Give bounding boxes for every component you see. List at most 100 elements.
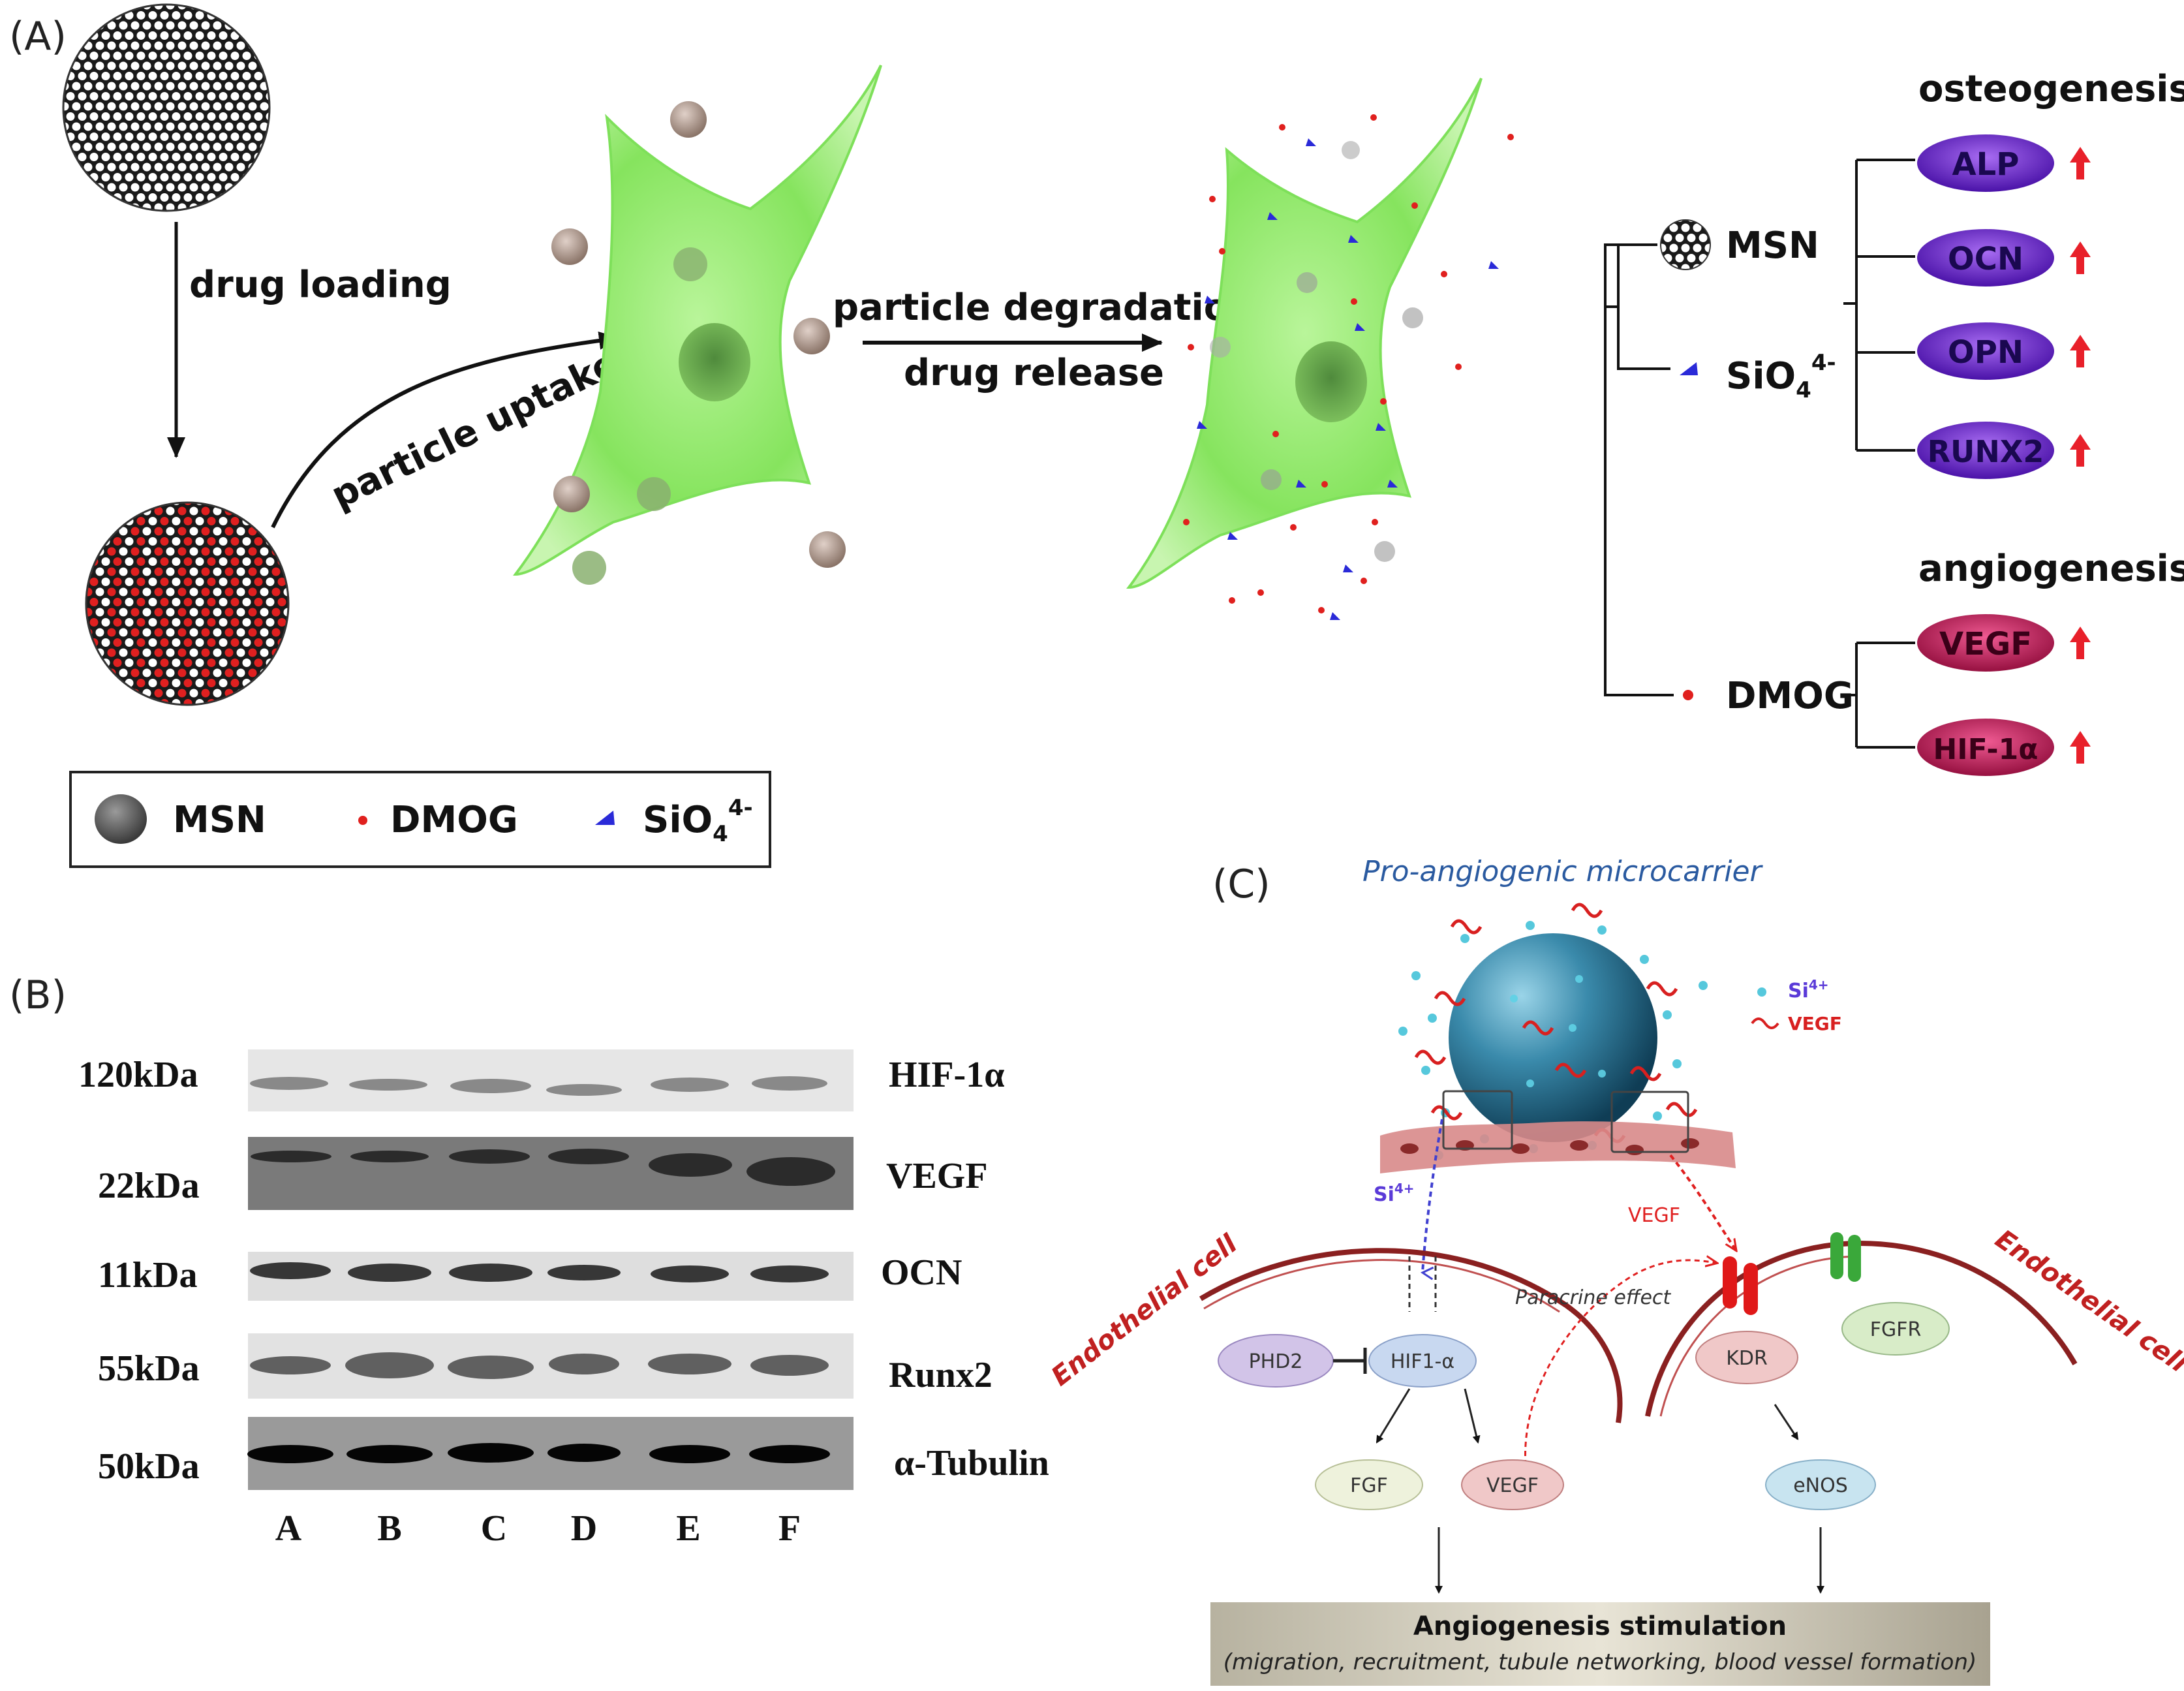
svg-text:ALP: ALP <box>1952 146 2020 183</box>
microcarrier-sphere-icon <box>1449 933 1657 1142</box>
vegf-arrow-label: VEGF <box>1628 1204 1680 1227</box>
svg-text:VEGF: VEGF <box>1486 1474 1539 1497</box>
panel-a: (A) drug loading particle uptake particl… <box>9 3 2184 868</box>
mw-label: 22kDa <box>98 1166 200 1206</box>
kdr-receptor-icon <box>1723 1256 1758 1315</box>
msn-particle-icon <box>670 101 707 138</box>
panel-a-label: (A) <box>9 14 67 59</box>
msn-particle-icon <box>809 531 846 568</box>
mw-label: 55kDa <box>98 1348 200 1389</box>
lane-label: C <box>481 1508 507 1549</box>
marker-hif1a: HIF-1α <box>1917 719 2091 776</box>
msn-particle-icon <box>551 228 588 265</box>
svg-text:DMOG: DMOG <box>390 799 518 841</box>
svg-text:RUNX2: RUNX2 <box>1928 434 2044 469</box>
msn-empty-sphere-icon <box>62 3 271 212</box>
svg-text:HIF-1α: HIF-1α <box>1933 733 2038 766</box>
angiogenesis-heading: angiogenesis <box>1918 548 2184 590</box>
msn-particle-icon <box>572 551 606 585</box>
svg-text:FGF: FGF <box>1350 1474 1388 1497</box>
lane-label: F <box>778 1508 801 1549</box>
cell-after-icon <box>1126 78 1483 589</box>
legend-si-label: Si4+ <box>1788 977 1829 1002</box>
svg-text:MSN: MSN <box>173 799 266 841</box>
lane-label: D <box>571 1508 597 1549</box>
panel-b-label: (B) <box>9 972 67 1018</box>
degraded-particle-icon <box>1342 141 1360 159</box>
sio4-triangles <box>1197 138 1499 620</box>
mw-label: 120kDa <box>78 1055 198 1095</box>
up-arrow-icon <box>2070 731 2091 764</box>
protein-label: VEGF <box>886 1156 988 1196</box>
vegf-squiggles <box>1414 903 1698 1143</box>
blot-hif1a <box>248 1049 854 1111</box>
msn-particle-icon <box>673 247 707 281</box>
svg-text:FGFR: FGFR <box>1870 1318 1922 1341</box>
node-fgfr: FGFR <box>1841 1302 1950 1356</box>
banner-title: Angiogenesis stimulation <box>1413 1611 1787 1641</box>
blot-bands <box>247 1076 835 1463</box>
protein-label: α-Tubulin <box>894 1443 1049 1483</box>
svg-text:VEGF: VEGF <box>1939 626 2032 662</box>
svg-text:OPN: OPN <box>1948 334 2023 371</box>
up-arrow-icon <box>2070 627 2091 659</box>
vegf-arrow <box>1669 1154 1736 1250</box>
msn-particle-icon <box>793 318 830 354</box>
panel-b: (B) <box>9 972 1049 1549</box>
panel-c-label: (C) <box>1212 861 1270 907</box>
legend-dmog-icon <box>358 816 367 825</box>
tree-dmog-icon <box>1683 690 1693 700</box>
legend-vegf-label: VEGF <box>1788 1013 1842 1034</box>
panel-c: (C) Pro-angiogenic microcarrier <box>1046 855 2184 1686</box>
endothelial-left-label: Endothelial cell <box>1046 1228 1244 1392</box>
panel-a-legend: MSN DMOG SiO44- <box>69 771 771 868</box>
node-vegf: VEGF <box>1461 1459 1564 1510</box>
cell-layer <box>1380 1090 1736 1173</box>
particle-uptake-arrow <box>271 331 620 529</box>
msn-particle-icon <box>553 476 590 512</box>
channel-lines <box>1408 1256 1437 1312</box>
degraded-particle-icon <box>1297 272 1317 293</box>
up-arrow-icon <box>2070 335 2091 367</box>
degraded-particle-icon <box>1374 541 1395 562</box>
degraded-particle-icon <box>1210 337 1231 358</box>
fgfr-receptor-icon <box>1830 1232 1861 1282</box>
si-arrow-label: Si4+ <box>1374 1181 1415 1206</box>
legend-sio4-icon <box>595 811 615 825</box>
node-hif1a: HIF1-α <box>1368 1334 1477 1388</box>
degraded-particle-icon <box>1402 307 1423 328</box>
protein-label: OCN <box>881 1252 962 1293</box>
svg-text:SiO44-: SiO44- <box>643 795 753 847</box>
angiogenesis-banner <box>1210 1602 1990 1686</box>
osteogenesis-heading: osteogenesis <box>1918 68 2184 110</box>
mw-label: 50kDa <box>98 1446 200 1487</box>
mw-label: 11kDa <box>98 1255 198 1295</box>
cell-before-icon <box>512 65 882 576</box>
cell-nucleus-icon <box>1295 341 1367 422</box>
marker-vegf: VEGF <box>1917 614 2091 672</box>
up-arrow-icon <box>2070 241 2091 274</box>
left-membrane <box>1199 1248 1623 1423</box>
node-kdr: KDR <box>1695 1331 1798 1384</box>
degraded-particle-icon <box>1261 469 1282 490</box>
svg-text:PHD2: PHD2 <box>1249 1350 1303 1373</box>
legend-si-icon <box>1757 987 1766 997</box>
marker-runx2: RUNX2 <box>1917 422 2091 479</box>
tree-msn-label: MSN <box>1726 225 1819 267</box>
legend-msn-icon <box>95 794 147 844</box>
paracrine-arrow <box>1524 1260 1716 1466</box>
up-arrow-icon <box>2070 147 2091 179</box>
tree-msn-icon <box>1660 219 1711 270</box>
up-arrow-icon <box>2070 434 2091 467</box>
particle-degradation-label: particle degradation <box>833 287 1255 329</box>
protein-label: HIF-1α <box>889 1055 1004 1095</box>
cell-nucleus-icon <box>679 323 750 401</box>
svg-text:KDR: KDR <box>1726 1347 1768 1370</box>
node-enos: eNOS <box>1765 1459 1876 1510</box>
msn-particle-icon <box>637 477 671 511</box>
marker-opn: OPN <box>1917 322 2091 380</box>
panel-c-title: Pro-angiogenic microcarrier <box>1362 855 1764 888</box>
svg-text:OCN: OCN <box>1948 241 2023 277</box>
protein-label: Runx2 <box>889 1355 992 1395</box>
